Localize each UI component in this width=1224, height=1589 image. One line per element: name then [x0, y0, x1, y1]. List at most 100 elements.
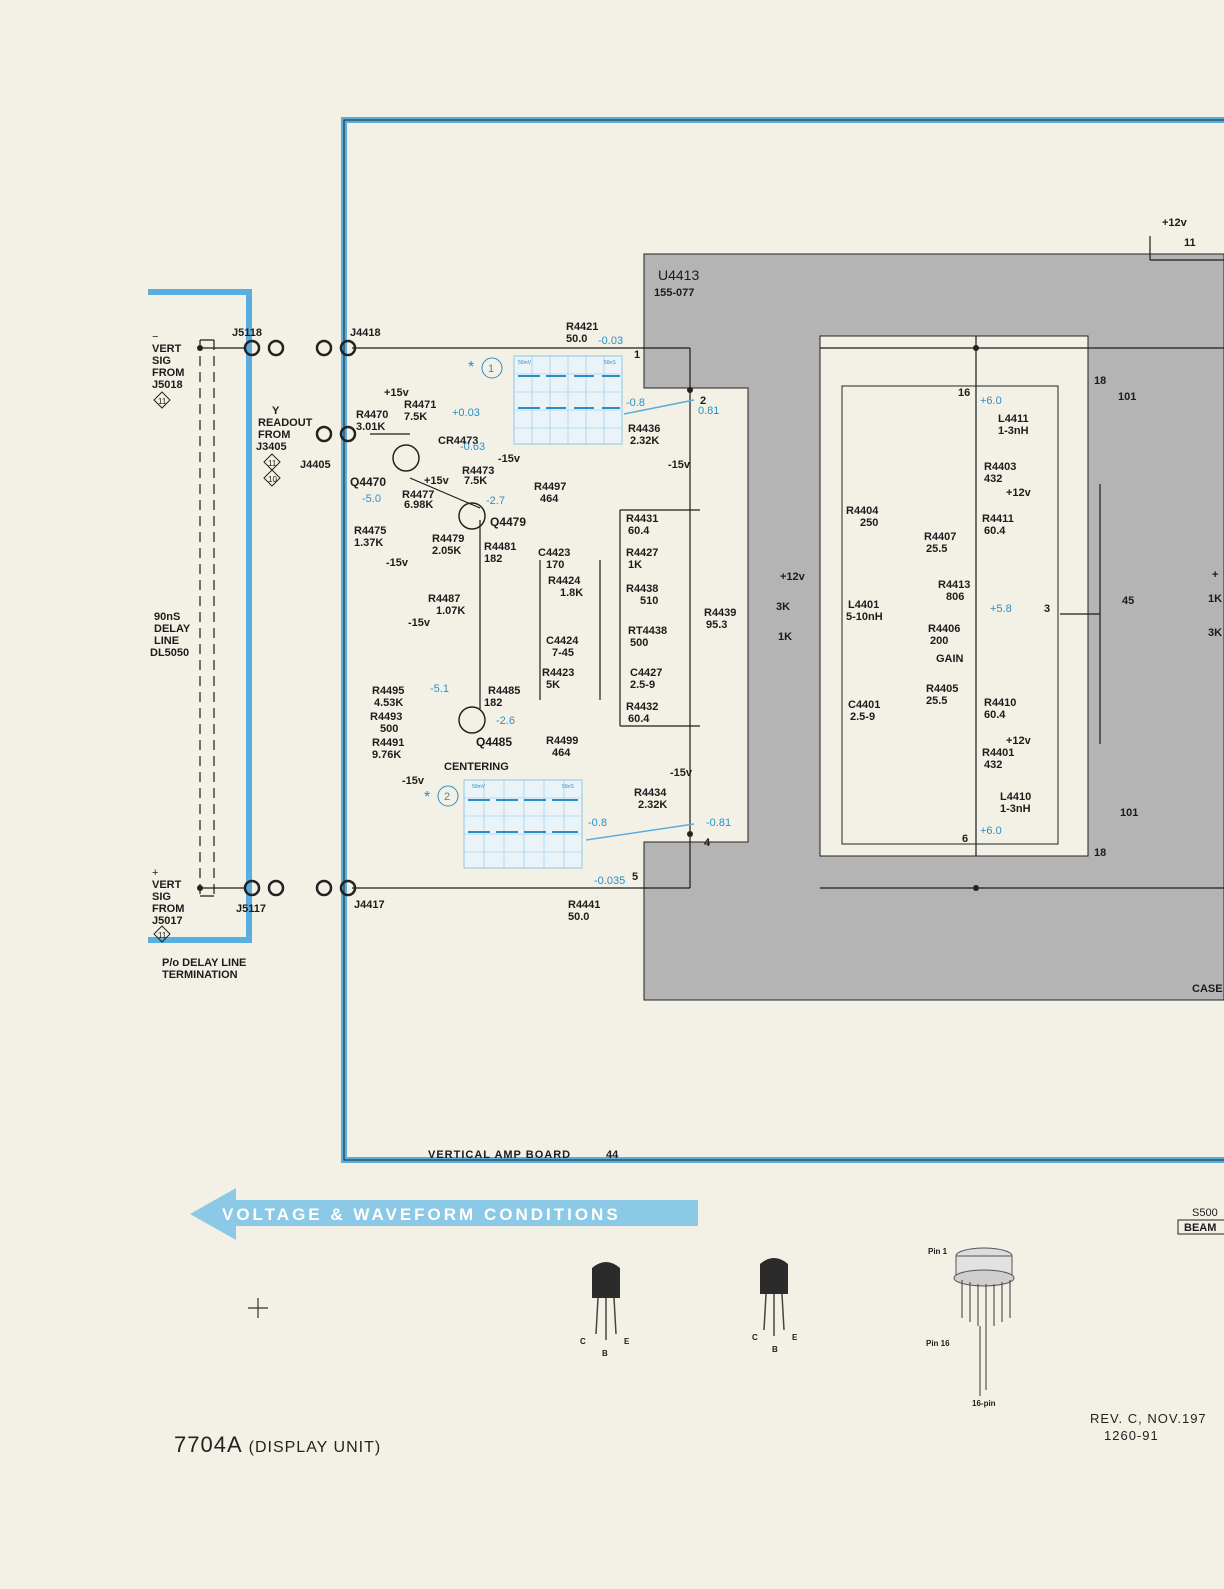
label-j5118: J5118 [232, 327, 262, 339]
waveform-1-graticule [513, 355, 623, 445]
r4411-ref: R4411 [982, 513, 1014, 525]
r4405-val: 25.5 [926, 695, 947, 707]
registration-mark [248, 1298, 268, 1318]
r4497-val: 464 [540, 493, 559, 505]
right-r45: 45 [1122, 595, 1134, 607]
r4432-ref: R4432 [626, 701, 658, 713]
supply-m15-f: -15v [670, 767, 693, 779]
r4493-val: 500 [380, 723, 398, 735]
r4411-val: 60.4 [984, 525, 1006, 537]
volt-pin4: -0.81 [706, 817, 731, 829]
connector-j4418-a [315, 339, 333, 357]
beam-label: BEAM [1184, 1222, 1216, 1234]
transistor-package-a [592, 1262, 620, 1340]
waveform-2-marker: * [424, 789, 430, 806]
r4431-val: 60.4 [628, 525, 650, 537]
label-j5117: J5117 [236, 903, 266, 915]
supply-p15-a: +15v [384, 387, 410, 399]
ic-package-name: 16-pin [972, 1399, 996, 1408]
r4413-val: 806 [946, 591, 964, 603]
r4441-val: 50.0 [568, 911, 589, 923]
right-plus: + [1212, 569, 1218, 581]
r4497-ref: R4497 [534, 481, 566, 493]
r4493-ref: R4493 [370, 711, 402, 723]
c4423-val: 170 [546, 559, 564, 571]
pin-3: 3 [1044, 603, 1050, 615]
board-number: 44 [606, 1149, 619, 1161]
pin-4: 4 [704, 837, 711, 849]
r4431-ref: R4431 [626, 513, 658, 525]
volt-q4470-base: -5.0 [362, 493, 381, 505]
label-j4417: J4417 [354, 899, 385, 911]
r4432-val: 60.4 [628, 713, 650, 725]
volt-pin16: +6.0 [980, 395, 1002, 407]
r4485-val: 182 [484, 697, 502, 709]
r4481-val: 182 [484, 553, 502, 565]
input-plus-tag: 11 [158, 931, 167, 940]
r4477-val: 6.98K [404, 499, 433, 511]
delay-line-ref: DL5050 [150, 647, 189, 659]
connector-j4418-b [339, 339, 357, 357]
delay-line-label-1: 90nS [154, 611, 180, 623]
r4410-val: 60.4 [984, 709, 1006, 721]
readout-line-3: FROM [258, 429, 290, 441]
r4439-ref: R4439 [704, 607, 736, 619]
r4404-ref: R4404 [846, 505, 879, 517]
volt-cr4473: -0.63 [460, 441, 485, 453]
pin-2: 2 [700, 395, 706, 407]
c4423-ref: C4423 [538, 547, 570, 559]
transistor-q4485 [458, 706, 486, 734]
waveform-1-num: 1 [488, 363, 494, 375]
revision-code: 1260-91 [1104, 1428, 1159, 1443]
waveform-pointers [585, 399, 695, 841]
footer-title: 7704A(DISPLAY UNIT) [174, 1432, 381, 1458]
ic-part: 155-077 [654, 287, 694, 299]
pin-18-bottom: 18 [1094, 847, 1106, 859]
right-r1k: 1K [1208, 593, 1222, 605]
input-plus-tag-diamond [153, 925, 171, 943]
r4436-val: 2.32K [630, 435, 659, 447]
r4403-ref: R4403 [984, 461, 1016, 473]
connector-j4417-a [315, 879, 333, 897]
r4401-val: 432 [984, 759, 1002, 771]
r4424-val: 1.8K [560, 587, 583, 599]
volt-waveform2: -0.8 [588, 817, 607, 829]
connector-j5118-b [267, 339, 285, 357]
volt-waveform1-a: -0.8 [626, 397, 645, 409]
transistor-a-e: E [624, 1337, 630, 1346]
transistor-a-b: B [602, 1349, 608, 1358]
supply-m15-c: -15v [668, 459, 691, 471]
volt-pin6: +6.0 [980, 825, 1002, 837]
supply-p15-b: +15v [424, 475, 450, 487]
r4475-val: 1.37K [354, 537, 383, 549]
volt-r4441: -0.035 [594, 875, 625, 887]
pin-16: 16 [958, 387, 970, 399]
delay-termination-1: P/o DELAY LINE [162, 957, 246, 969]
r4491-ref: R4491 [372, 737, 404, 749]
r4407-val: 25.5 [926, 543, 947, 555]
pin-6: 6 [962, 833, 968, 845]
signal-wires [199, 236, 1224, 897]
c4424-val: 7-45 [552, 647, 574, 659]
supply-p12-b: +12v [1006, 735, 1032, 747]
pin-18-top: 18 [1094, 375, 1106, 387]
r4413-ref: R4413 [938, 579, 970, 591]
gain-label: GAIN [936, 653, 964, 665]
waveform-2-graticule [463, 779, 583, 869]
input-plus-line-4: J5017 [152, 915, 183, 927]
connector-j5118-a [243, 339, 261, 357]
right-p12v: +12v [1162, 217, 1188, 229]
input-minus-tag: 11 [158, 397, 167, 406]
right-r3k: 3K [1208, 627, 1222, 639]
r4421-val: 50.0 [566, 333, 587, 345]
volt-q4479: -2.7 [486, 495, 505, 507]
r4471-ref: R4471 [404, 399, 436, 411]
supply-m15-b: -15v [386, 557, 409, 569]
readout-line-1: Y [272, 405, 280, 417]
r4479-val: 2.05K [432, 545, 461, 557]
volt-q4485: -2.6 [496, 715, 515, 727]
waveform-2-scale-left: 50mV [472, 784, 486, 790]
conditions-banner-text: VOLTAGE & WAVEFORM CONDITIONS [222, 1205, 621, 1224]
